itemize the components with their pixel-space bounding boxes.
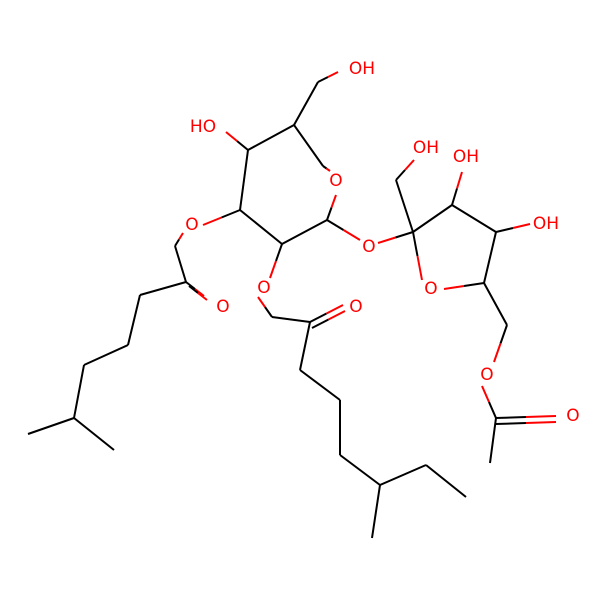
bond-36 — [451, 204, 497, 233]
bond-47-part-0 — [495, 416, 527, 419]
bond-46-part-0 — [481, 385, 490, 403]
bond-15 — [139, 281, 187, 296]
bond-35 — [412, 204, 453, 233]
bond-44 — [483, 282, 508, 326]
bond-14-part-1 — [197, 292, 208, 301]
atom-labels: OH HO O O O OH OH OH O O O O O O — [185, 59, 579, 426]
bond-23 — [271, 316, 311, 323]
bond-13-part-0 — [185, 281, 196, 290]
bond-26 — [299, 321, 311, 371]
bond-34-part-1 — [395, 231, 414, 239]
bond-39-part-0 — [416, 255, 423, 281]
bond-22-part-0 — [257, 296, 266, 308]
atom-label-o-carbonyl-acetyl: O — [566, 406, 579, 426]
bond-11-part-0 — [178, 232, 184, 241]
atom-label-oh-c3-fructose: OH — [453, 147, 479, 167]
atom-label-o-ester-c2: O — [257, 278, 270, 298]
bond-3-part-0 — [330, 194, 337, 208]
bond-45-part-0 — [499, 324, 508, 344]
atom-label-oh-c4: HO — [190, 117, 216, 137]
bond-8-part-1 — [327, 71, 339, 78]
bond-22-part-1 — [264, 306, 273, 318]
bond-32 — [425, 464, 467, 498]
bond-10-part-1 — [202, 216, 222, 226]
bond-6 — [239, 149, 249, 211]
bond-48-part-0 — [495, 422, 527, 425]
bond-49 — [489, 417, 497, 464]
bond-10-part-0 — [221, 209, 241, 219]
bond-0 — [247, 124, 295, 151]
bond-37 — [483, 231, 497, 284]
bond-24-part-1 — [326, 304, 344, 315]
atom-label-o-ring-pyranose: O — [329, 171, 342, 191]
bond-19 — [27, 417, 75, 435]
bond-33-part-0 — [326, 219, 345, 231]
atom-label-o-glycosidic: O — [362, 237, 375, 257]
bond-13-part-1 — [194, 288, 205, 297]
bond-16 — [127, 294, 141, 346]
bond-4 — [281, 219, 328, 245]
bond-43-part-1 — [512, 223, 531, 229]
bond-2-part-1 — [325, 167, 331, 172]
atom-label-o-ester-acetyl: O — [480, 365, 493, 385]
bond-9-part-1 — [225, 131, 238, 142]
bond-31 — [379, 464, 427, 486]
bond-5 — [239, 209, 283, 245]
bond-21-part-1 — [269, 260, 277, 279]
bond-33-part-1 — [342, 229, 361, 241]
bond-30 — [371, 484, 381, 539]
bond-lines — [27, 71, 557, 539]
bond-38-part-0 — [463, 282, 485, 287]
bond-1 — [293, 124, 324, 167]
bond-20 — [73, 417, 115, 451]
bond-3-part-1 — [326, 207, 333, 221]
bond-42-part-1 — [456, 171, 463, 189]
bond-12 — [174, 245, 187, 283]
bond-41-part-0 — [395, 169, 406, 181]
bond-43-part-0 — [495, 227, 514, 233]
atom-label-o-carbonyl-c2: O — [349, 297, 362, 317]
bond-40 — [395, 179, 414, 233]
bond-47-part-1 — [525, 415, 557, 418]
bond-34-part-0 — [377, 236, 396, 244]
bond-14-part-0 — [188, 285, 199, 294]
bond-46-part-1 — [488, 401, 497, 419]
atom-label-oh-ch2-fructose: OH — [413, 138, 439, 158]
bond-21-part-0 — [275, 243, 283, 262]
bond-45-part-1 — [493, 343, 502, 363]
bond-2-part-0 — [322, 165, 328, 170]
bond-39-part-1 — [412, 231, 419, 257]
bond-48-part-1 — [525, 421, 557, 424]
bond-24-part-0 — [309, 312, 327, 323]
bond-18 — [73, 364, 85, 419]
atom-label-o-carbonyl-c3: O — [216, 297, 229, 317]
atom-label-o-ring-furanose: O — [424, 279, 437, 299]
bond-25-part-1 — [328, 310, 346, 321]
bond-9-part-0 — [236, 140, 249, 151]
bond-11-part-1 — [174, 238, 180, 247]
bond-25-part-0 — [311, 318, 329, 329]
bond-42-part-0 — [451, 188, 458, 206]
atom-label-o-ester-c3: O — [185, 215, 198, 235]
atom-label-oh-c4-fructose: OH — [533, 214, 559, 234]
bond-41-part-1 — [404, 159, 415, 171]
bond-27 — [299, 369, 341, 401]
bond-17 — [83, 344, 129, 366]
bond-7 — [293, 81, 319, 126]
bond-29 — [339, 454, 381, 486]
bond-38-part-1 — [443, 285, 465, 290]
bond-8-part-0 — [317, 76, 329, 83]
atom-label-oh-ch2-top: OH — [349, 59, 375, 79]
